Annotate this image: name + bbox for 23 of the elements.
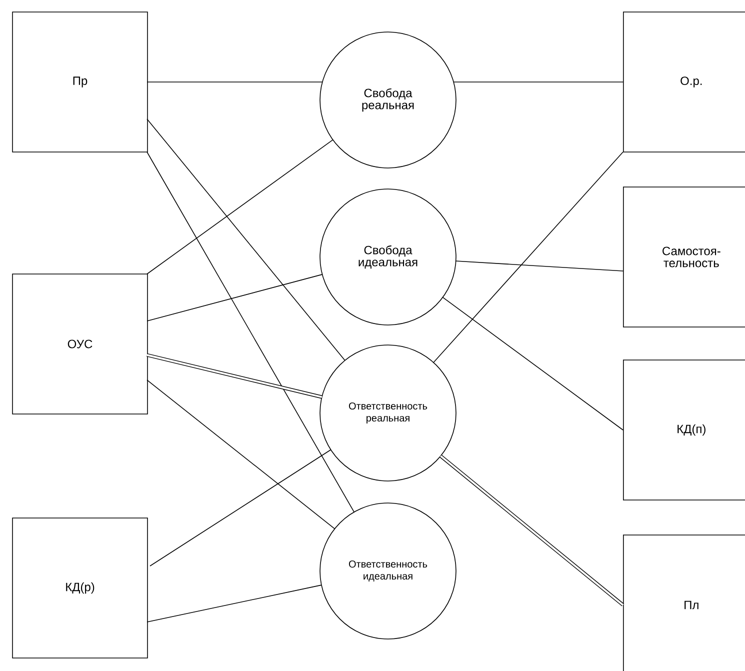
connector-line — [146, 380, 336, 530]
circle-node: Ответственность идеальная — [320, 502, 456, 640]
connector-line — [146, 274, 323, 322]
connector-line — [440, 454, 624, 606]
process-box: Пл — [623, 534, 745, 671]
connector-line — [146, 139, 334, 274]
process-box: Пр — [12, 12, 148, 152]
process-box: О.р. — [623, 12, 745, 152]
connector-line — [150, 449, 332, 566]
connector-line — [433, 152, 624, 363]
process-box: КД(р) — [12, 518, 148, 658]
circle-node: Свобода идеальная — [320, 188, 456, 326]
connector-line — [146, 584, 322, 622]
connector-line — [146, 118, 346, 361]
process-box: КД(п) — [623, 360, 745, 500]
process-box: Самостоя- тельность — [623, 186, 745, 328]
circle-node: Ответственность реальная — [320, 344, 456, 482]
process-box: ОУС — [12, 274, 148, 414]
circle-node: Свобода реальная — [320, 32, 456, 168]
connector-line — [146, 152, 354, 512]
connector-line — [442, 296, 624, 430]
connector-line — [146, 353, 322, 399]
connector-line — [455, 260, 624, 272]
